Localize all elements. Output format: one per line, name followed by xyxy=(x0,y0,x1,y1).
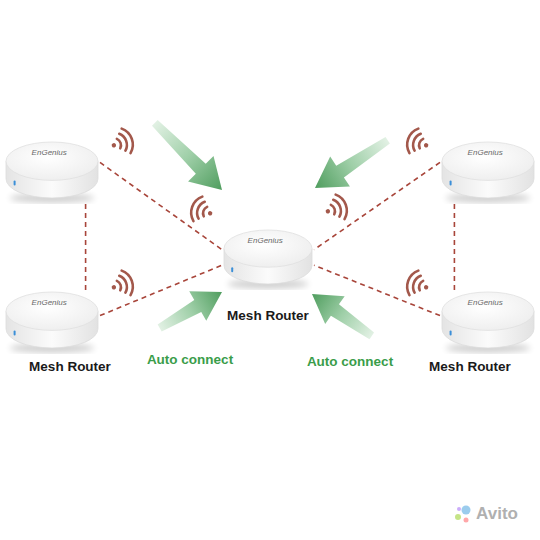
mesh-router: EnGeniusMesh Router xyxy=(222,228,314,290)
wifi-icon xyxy=(107,269,136,301)
annotation-label: Auto connect xyxy=(147,353,233,368)
mesh-router: EnGenius xyxy=(440,140,536,204)
green-arrow xyxy=(142,110,235,203)
brand-logo: EnGenius xyxy=(32,299,67,307)
wifi-icon xyxy=(188,195,217,227)
brand-logo: EnGenius xyxy=(32,149,67,157)
mesh-router: EnGenius xyxy=(4,140,100,204)
watermark: Avito xyxy=(476,505,518,524)
dashed-link xyxy=(454,204,456,290)
dashed-link xyxy=(100,162,222,249)
brand-logo: EnGenius xyxy=(468,149,503,157)
green-arrows xyxy=(142,110,398,350)
annotation-label: Auto connect xyxy=(307,355,393,370)
green-arrow xyxy=(151,277,230,342)
wifi-icon xyxy=(107,127,136,159)
dashed-link xyxy=(85,204,87,290)
mesh-router: EnGeniusMesh Router xyxy=(4,290,100,354)
wifi-icon xyxy=(404,127,433,159)
green-arrow xyxy=(305,125,397,203)
device-label: Mesh Router xyxy=(227,309,309,324)
dashed-link xyxy=(314,265,440,315)
watermark-logo xyxy=(455,506,471,523)
brand-logo: EnGenius xyxy=(468,299,503,307)
dashed-link xyxy=(100,265,222,315)
green-arrow xyxy=(302,280,381,350)
dashed-link xyxy=(314,162,440,249)
wifi-icon xyxy=(321,193,350,225)
brand-logo: EnGenius xyxy=(248,237,283,245)
device-label: Mesh Router xyxy=(29,360,111,375)
device-label: Mesh Router xyxy=(429,360,511,375)
mesh-router: EnGeniusMesh Router xyxy=(440,290,536,354)
wifi-icons xyxy=(107,127,432,301)
wifi-icon xyxy=(404,269,433,301)
